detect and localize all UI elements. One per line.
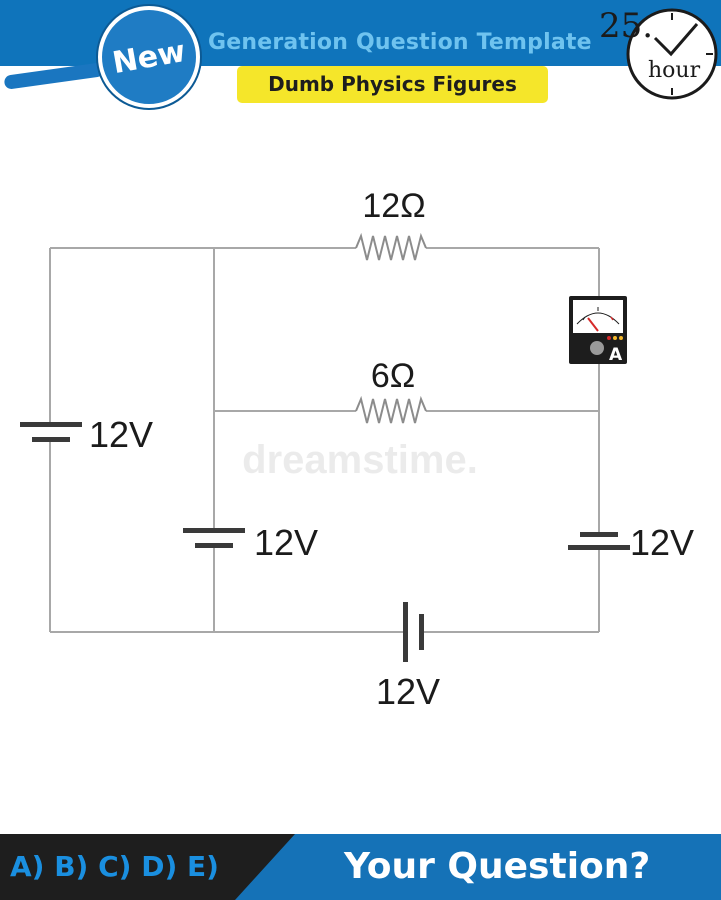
footer-right-panel xyxy=(235,834,721,900)
clock-number: 25. xyxy=(599,6,654,46)
battery-right-label: 12V xyxy=(630,522,694,563)
resistor-6-ohm xyxy=(355,395,427,424)
watermark: dreamstime. xyxy=(242,438,478,482)
resistor-middle-label: 6Ω xyxy=(371,357,415,395)
resistor-top-label: 12Ω xyxy=(362,187,425,225)
circuit-diagram: A 12Ω 6Ω 12V 12V 12V 12V dreamstime. xyxy=(20,187,694,712)
battery-center-left xyxy=(183,528,245,548)
wires xyxy=(49,247,600,633)
ammeter-label: A xyxy=(609,345,623,365)
battery-bottom-label: 12V xyxy=(376,671,440,712)
battery-left xyxy=(20,422,82,442)
ammeter-icon: A xyxy=(569,296,627,365)
battery-right xyxy=(568,532,630,550)
battery-center-left-label: 12V xyxy=(254,522,318,563)
new-badge: New xyxy=(98,6,200,108)
battery-bottom xyxy=(403,602,424,662)
header-title: Generation Question Template xyxy=(208,30,592,55)
answer-choices: A) B) C) D) E) xyxy=(10,850,219,883)
battery-left-label: 12V xyxy=(89,414,153,455)
question-prompt: Your Question? xyxy=(344,846,651,887)
resistor-12-ohm xyxy=(355,232,427,261)
subtitle-text: Dumb Physics Figures xyxy=(268,72,517,96)
clock-icon xyxy=(626,8,718,100)
subtitle-pill: Dumb Physics Figures xyxy=(237,66,548,103)
clock-unit: hour xyxy=(648,58,701,83)
